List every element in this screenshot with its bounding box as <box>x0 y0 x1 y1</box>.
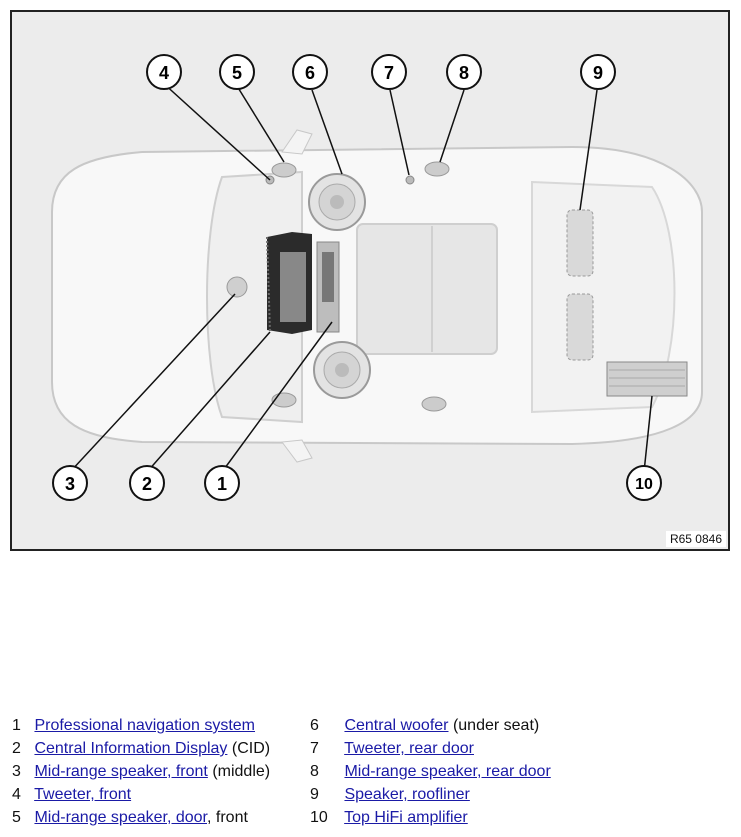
legend-item-7: 7 Tweeter, rear door <box>310 739 474 761</box>
sunroof <box>356 223 498 355</box>
legend-link-top-hifi-amplifier[interactable]: Top HiFi amplifier <box>344 809 468 826</box>
navigation-unit <box>316 241 340 333</box>
legend-number: 7 <box>310 740 319 757</box>
legend-number: 2 <box>12 740 21 757</box>
legend-link-central-information-display[interactable]: Central Information Display <box>34 740 228 757</box>
legend-link-speaker-roofliner[interactable]: Speaker, roofliner <box>344 786 470 803</box>
legend-number: 9 <box>310 786 319 803</box>
svg-text:4: 4 <box>159 63 169 83</box>
legend-link-mid-range-speaker-front[interactable]: Mid-range speaker, front <box>34 763 208 780</box>
figure-code: R65 0846 <box>665 531 726 547</box>
callout-10: 10 <box>626 465 662 501</box>
legend-item-6: 6 Central woofer (under seat) <box>310 716 539 738</box>
rear-door-speaker-top <box>424 161 450 177</box>
svg-text:8: 8 <box>459 63 469 83</box>
roofliner-speaker-1 <box>566 209 594 277</box>
legend-item-2: 2 Central Information Display (CID) <box>12 739 270 761</box>
legend-link-central-woofer[interactable]: Central woofer <box>344 717 449 734</box>
callout-1: 1 <box>204 465 240 501</box>
callout-2: 2 <box>129 465 165 501</box>
svg-text:9: 9 <box>593 63 603 83</box>
mirror-top <box>281 129 313 155</box>
legend-item-4: 4 Tweeter, front <box>12 785 131 807</box>
legend-item-9: 9 Speaker, roofliner <box>310 785 470 807</box>
legend-number: 10 <box>310 809 328 826</box>
svg-text:10: 10 <box>635 476 653 493</box>
legend-link-tweeter-rear-door[interactable]: Tweeter, rear door <box>344 740 474 757</box>
legend-suffix: (CID) <box>227 740 271 757</box>
hifi-amplifier <box>606 361 688 397</box>
legend-number: 5 <box>12 809 21 826</box>
svg-text:3: 3 <box>65 474 75 494</box>
svg-text:1: 1 <box>217 474 227 494</box>
legend-number: 8 <box>310 763 319 780</box>
legend-item-3: 3 Mid-range speaker, front (middle) <box>12 762 270 784</box>
callout-7: 7 <box>371 54 407 90</box>
legend-number: 1 <box>12 717 21 734</box>
front-door-speaker-top <box>271 162 297 178</box>
cid-display <box>266 232 312 334</box>
car-speaker-diagram: 1 2 3 4 5 6 7 8 9 10 <box>51 54 703 501</box>
callout-5: 5 <box>219 54 255 90</box>
legend-item-10: 10 Top HiFi amplifier <box>310 808 468 830</box>
leader-lines <box>69 81 653 473</box>
svg-text:6: 6 <box>305 63 315 83</box>
legend-suffix: , front <box>207 809 248 826</box>
legend-number: 3 <box>12 763 21 780</box>
front-mid-speaker <box>226 276 248 298</box>
legend-item-5: 5 Mid-range speaker, door, front <box>12 808 248 830</box>
legend-suffix: (middle) <box>207 763 271 780</box>
legend-suffix: (under seat) <box>448 717 540 734</box>
legend-link-mid-range-speaker-rear-door[interactable]: Mid-range speaker, rear door <box>344 763 551 780</box>
svg-text:7: 7 <box>384 63 394 83</box>
svg-text:5: 5 <box>232 63 242 83</box>
figure-frame: 1 2 3 4 5 6 7 8 9 10 R65 0846 <box>10 10 730 551</box>
woofer-bottom <box>313 341 371 399</box>
legend-link-navigation-system[interactable]: Professional navigation system <box>34 717 256 734</box>
legend-link-tweeter-front[interactable]: Tweeter, front <box>34 786 132 803</box>
woofer-top <box>308 173 366 231</box>
legend-item-1: 1 Professional navigation system <box>12 716 255 738</box>
legend-number: 6 <box>310 717 319 734</box>
roofliner-speaker-2 <box>566 293 594 361</box>
rear-tweeter <box>405 175 415 185</box>
legend-link-mid-range-speaker-door[interactable]: Mid-range speaker, door <box>34 809 207 826</box>
callout-9: 9 <box>580 54 616 90</box>
callouts: 1 2 3 4 5 6 7 8 9 10 <box>52 54 662 501</box>
callout-3: 3 <box>52 465 88 501</box>
callout-8: 8 <box>446 54 482 90</box>
rear-door-speaker-bottom <box>421 396 447 412</box>
callout-4: 4 <box>146 54 182 90</box>
svg-text:2: 2 <box>142 474 152 494</box>
legend-number: 4 <box>12 786 21 803</box>
callout-6: 6 <box>292 54 328 90</box>
legend-item-8: 8 Mid-range speaker, rear door <box>310 762 551 784</box>
mirror-bottom <box>281 439 313 463</box>
